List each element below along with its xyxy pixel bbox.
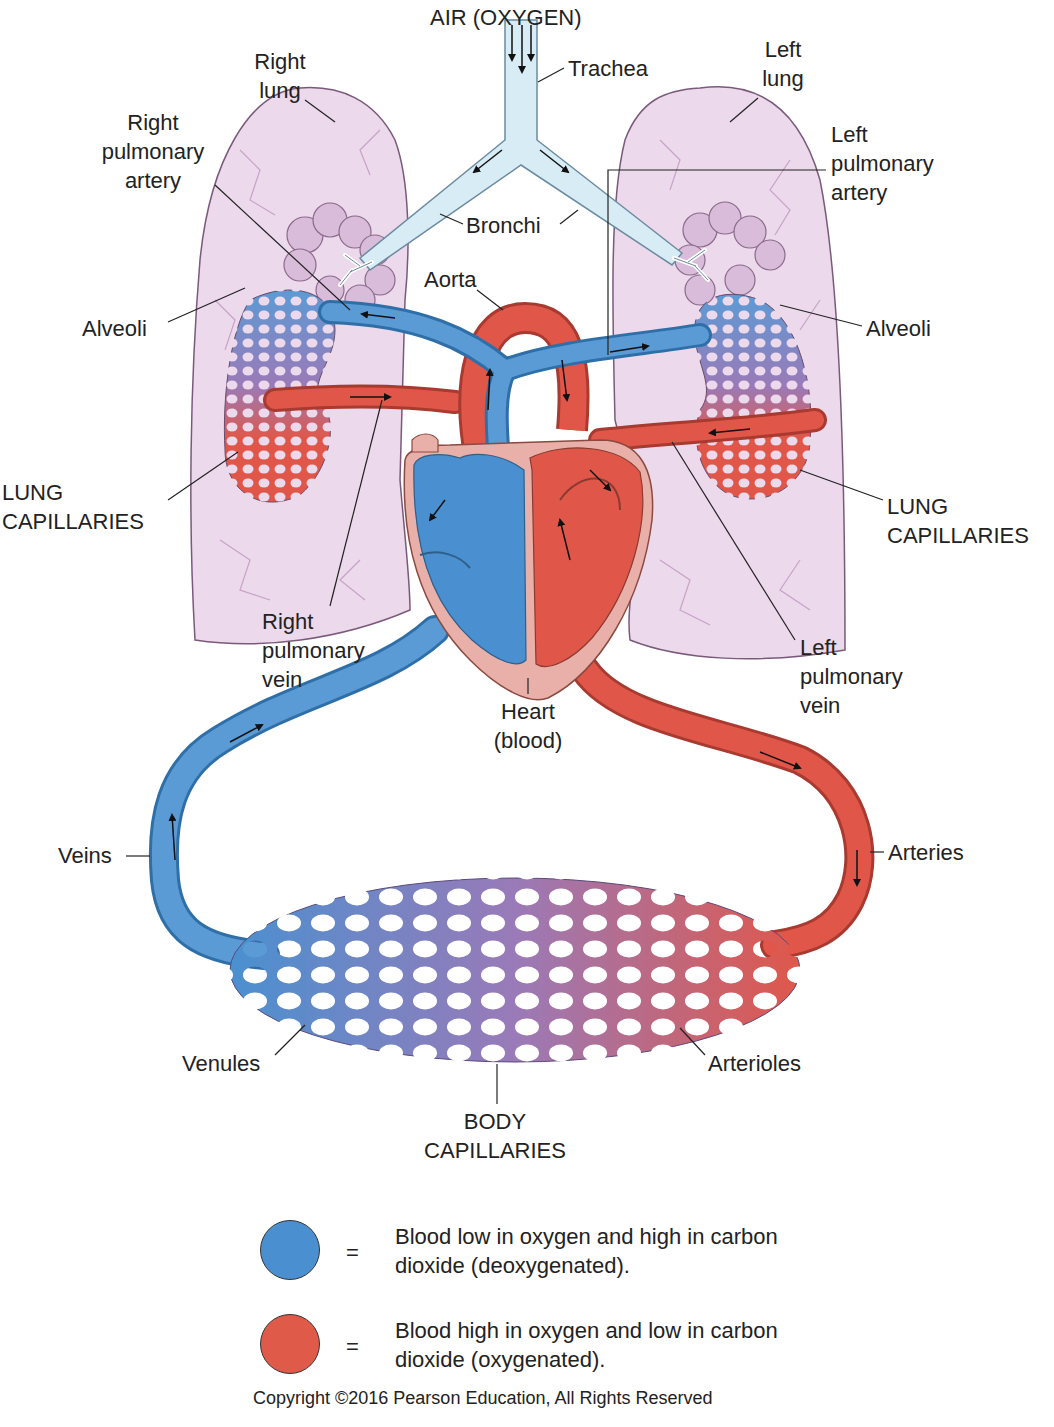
part-label: LUNG CAPILLARIES [887,492,1047,550]
part-label: = [346,1238,359,1267]
part-label: Bronchi [466,211,541,240]
part-label: Right pulmonary artery [88,108,218,195]
part-label: Left lung [748,35,818,93]
part-label: Right pulmonary vein [262,607,392,694]
part-label: Arterioles [708,1049,801,1078]
legend-text: Blood low in oxygen and high in carbon d… [395,1222,795,1280]
part-label: Heart (blood) [483,697,573,755]
part-label: LUNG CAPILLARIES [2,478,162,536]
legend-swatch [260,1220,320,1280]
part-label: Right lung [245,47,315,105]
part-label: Arteries [888,838,964,867]
part-label: Copyright ©2016 Pearson Education, All R… [253,1386,713,1410]
part-label: BODY CAPILLARIES [400,1107,590,1165]
part-label: Aorta [424,265,477,294]
part-label: Alveoli [866,314,931,343]
part-label: Veins [58,841,112,870]
part-label: Alveoli [82,314,147,343]
part-label: Left pulmonary vein [800,633,930,720]
part-label: Left pulmonary artery [831,120,966,207]
legend-text: Blood high in oxygen and low in carbon d… [395,1316,795,1374]
part-label: = [346,1332,359,1361]
part-label: Venules [182,1049,260,1078]
part-label: AIR (OXYGEN) [430,3,582,32]
part-label: Trachea [568,54,648,83]
legend-swatch [260,1314,320,1374]
